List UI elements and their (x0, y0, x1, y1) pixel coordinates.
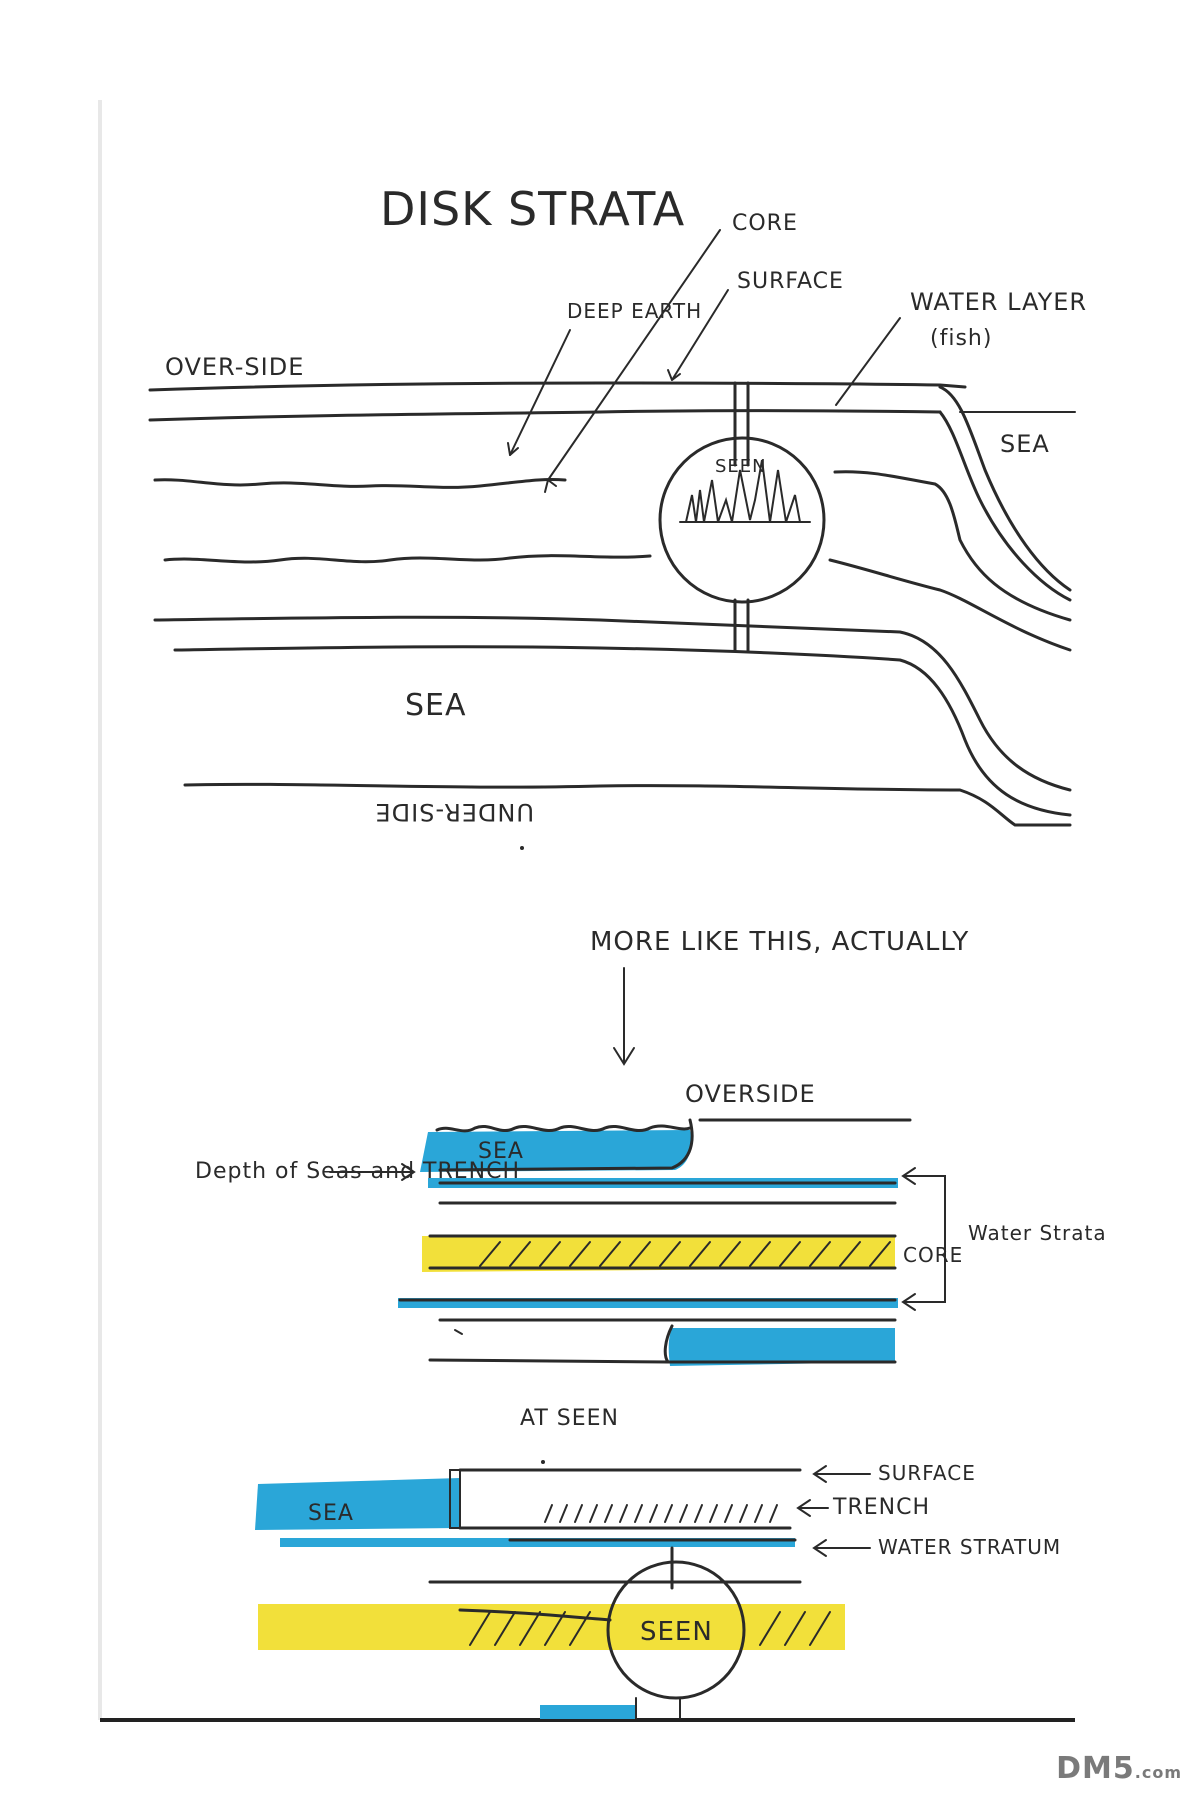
water-strata-bracket (904, 1175, 946, 1303)
right-bend-inner (938, 410, 1072, 602)
ink-dot-bottom (541, 1460, 545, 1464)
lower-line-upper (153, 615, 1072, 792)
label-sea-mid: SEA (478, 1139, 524, 1164)
arrow-depth-head (401, 1163, 416, 1181)
label-water-strata: Water Strata (968, 1221, 1107, 1245)
overside-line-upper (148, 381, 967, 392)
label-overside-mid: OVERSIDE (685, 1080, 816, 1108)
seen-label-top: SEEN (715, 456, 767, 477)
lower-line-lower (173, 645, 1072, 817)
lower-sea-fill-mid (668, 1328, 895, 1366)
arrow-down-head (613, 1047, 635, 1066)
heading-at-seen: AT SEEN (520, 1406, 619, 1431)
label-water-stratum-bottom: WATER STRATUM (878, 1535, 1061, 1559)
water-stratum-fill-bottom (280, 1538, 795, 1547)
arrow-trench-bottom-head (796, 1499, 811, 1517)
lower-sea-fill-bottom (540, 1705, 635, 1719)
arrow-surface-top-head (667, 369, 681, 381)
label-deep-earth-top: DEEP EARTH (567, 299, 702, 323)
label-sea-right-top: SEA (1000, 430, 1050, 458)
core-fill-mid (422, 1236, 895, 1272)
watermark-text: DM5 (1056, 1751, 1135, 1786)
paper-sheet (100, 100, 1075, 1720)
arrow-core-top (547, 229, 721, 481)
label-seen-bottom: SEEN (640, 1617, 713, 1647)
bracket-head-upper (901, 1167, 916, 1185)
label-underside-top: UNDER-SIDE (375, 798, 534, 826)
core-hatching-mid (479, 1241, 891, 1267)
label-overside-top: OVER-SIDE (165, 353, 304, 381)
core-fill-bottom (258, 1604, 845, 1650)
arrow-core-top-head (544, 479, 557, 493)
pointer-water-layer-top (835, 317, 901, 406)
label-sea-bottom-top: SEA (405, 688, 467, 723)
underside-line-mid (428, 1358, 670, 1364)
core-wave-right (828, 558, 1072, 652)
seen-circle-bottom (606, 1560, 746, 1700)
label-core-mid: CORE (903, 1243, 963, 1267)
right-bend-outer (938, 385, 1072, 592)
watermark-suffix: .com (1134, 1763, 1182, 1782)
ink-dot (520, 846, 524, 850)
overside-line-lower (148, 409, 942, 422)
label-surface-top: SURFACE (737, 269, 844, 294)
sketch-title: DISK STRATA (380, 182, 685, 236)
label-trench-bottom: TRENCH (832, 1495, 930, 1520)
water-stratum-lower-fill (398, 1298, 898, 1308)
core-line-bottom (458, 1608, 612, 1622)
arrow-surface-bottom-head (812, 1465, 827, 1483)
arrow-surface-top (671, 289, 729, 381)
label-fish-top: (fish) (930, 326, 992, 351)
site-watermark: DM5.com (1056, 1751, 1182, 1786)
seen-city-skyline (685, 459, 801, 523)
paper-left-edge (98, 100, 102, 1720)
arrow-deep-earth-top-head (507, 442, 519, 456)
sea-fill-mid (420, 1130, 692, 1172)
trench-wall (449, 1469, 461, 1529)
bracket-head-lower (901, 1293, 916, 1311)
label-water-layer-top: WATER LAYER (910, 288, 1087, 316)
label-core-top: CORE (732, 211, 798, 236)
deep-earth-wave-lower (163, 554, 652, 564)
deep-earth-wave-right (833, 470, 1072, 622)
sea-surface-wave-mid (435, 1124, 692, 1133)
core-hatching-bottom (469, 1611, 831, 1646)
paper-bottom-edge (100, 1718, 1075, 1722)
underside-line (183, 782, 1072, 827)
trench-hatching (544, 1504, 778, 1523)
deep-earth-wave-upper (153, 477, 567, 489)
sea-fill-bottom (255, 1478, 460, 1530)
sea-edge-mid (438, 1118, 694, 1172)
note-more-like-this: MORE LIKE THIS, ACTUALLY (590, 927, 969, 957)
label-surface-bottom: SURFACE (878, 1461, 976, 1485)
arrow-deep-earth-top (509, 329, 571, 456)
label-sea-bottom: SEA (308, 1501, 354, 1526)
ink-tick-mid (454, 1329, 463, 1335)
arrow-water-stratum-bottom-head (812, 1539, 827, 1557)
seen-circle-top (658, 436, 826, 604)
